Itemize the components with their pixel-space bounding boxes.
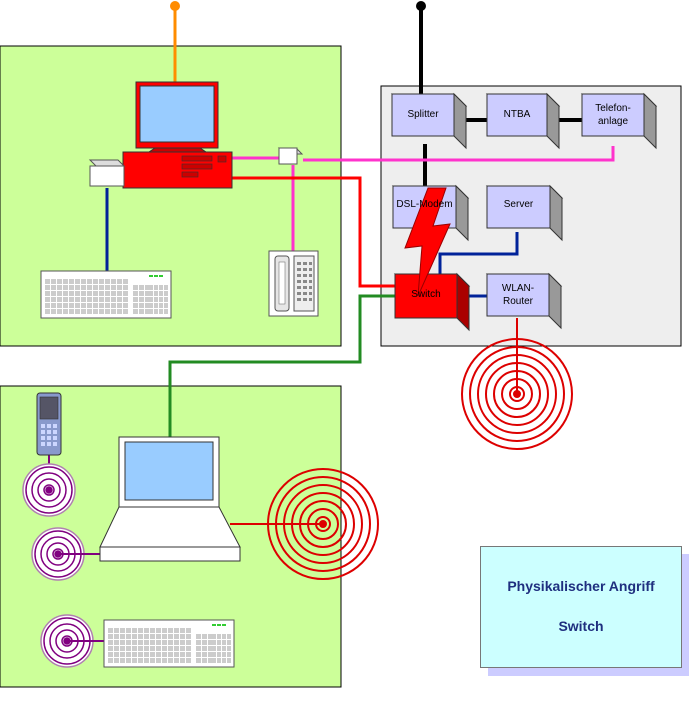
node-splitter — [390, 92, 468, 150]
node-wlan-router — [485, 272, 563, 330]
laptop-icon — [99, 436, 241, 562]
label-wlan-router-2: Router — [502, 296, 533, 307]
node-switch — [393, 272, 471, 332]
label-switch: Switch — [411, 289, 441, 300]
laptop-mouse-waves — [31, 527, 102, 581]
label-wlan-router-1: WLAN- — [501, 283, 535, 294]
label-dsl-modem: DSL-Modem — [396, 199, 453, 210]
wlan-radio-waves — [461, 318, 573, 450]
desktop-pc-icon — [88, 81, 233, 189]
label-telefonanlage-1: Telefon- — [595, 103, 631, 114]
blue-server-line — [438, 232, 519, 276]
keyboard-icon-bottom — [103, 619, 235, 668]
phone-radio-waves — [22, 454, 76, 517]
magenta-phone-line — [303, 146, 615, 162]
network-socket-icon — [277, 147, 304, 165]
orange-endpoint — [170, 1, 180, 11]
node-telefonanlage — [580, 92, 658, 150]
lightning-bolt-icon — [404, 187, 451, 297]
green-laptop-line — [168, 294, 396, 440]
label-splitter: Splitter — [407, 109, 439, 120]
caption-subtitle: Switch — [558, 618, 604, 634]
keyboard-radio-waves — [40, 614, 106, 668]
red-pc-switch-line — [232, 176, 396, 288]
label-telefonanlage-2: anlage — [597, 116, 629, 127]
node-server — [485, 184, 564, 242]
label-ntba: NTBA — [503, 109, 531, 120]
caption-box: Physikalischer Angriff Switch — [480, 546, 682, 668]
mobile-phone-icon — [36, 392, 62, 456]
black-endpoint — [416, 1, 426, 11]
keyboard-icon-top — [40, 270, 172, 319]
cables — [105, 1, 615, 440]
label-server: Server — [503, 199, 534, 210]
laptop-radio-waves — [230, 468, 379, 580]
node-ntba — [485, 92, 561, 150]
telephone-icon — [268, 250, 319, 317]
caption-title: Physikalischer Angriff — [507, 578, 655, 594]
